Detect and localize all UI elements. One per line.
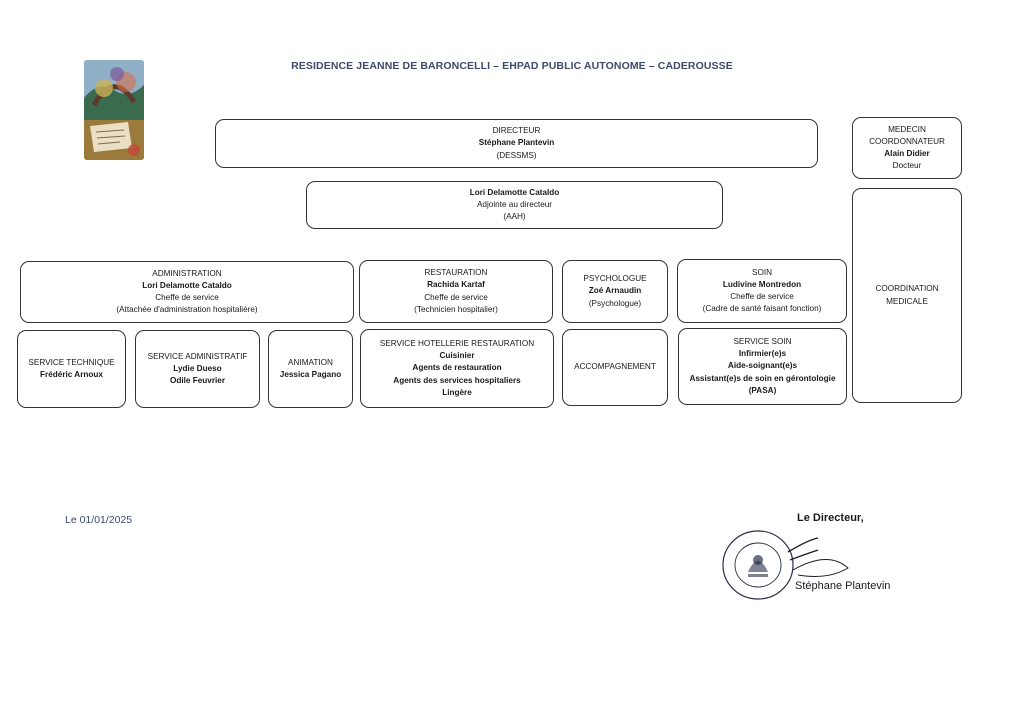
page-title: RESIDENCE JEANNE DE BARONCELLI – EHPAD P… <box>291 60 733 72</box>
accompagnement-title: ACCOMPAGNEMENT <box>574 362 656 372</box>
restauration-role: Cheffe de service <box>424 292 488 302</box>
service-soin-item: (PASA) <box>748 385 777 395</box>
coordination-line1: COORDINATION <box>875 284 939 294</box>
service-technique-title: SERVICE TECHNIQUE <box>28 357 115 367</box>
adjointe-box: Lori Delamotte Cataldo Adjointe au direc… <box>306 181 723 229</box>
signature-title: Le Directeur, <box>797 512 864 524</box>
restauration-detail: (Technicien hospitalier) <box>414 304 498 314</box>
accompagnement-box: ACCOMPAGNEMENT <box>562 329 668 406</box>
psychologue-title: PSYCHOLOGUE <box>583 274 647 284</box>
adjointe-detail: (AAH) <box>503 212 526 222</box>
coordination-line2: MEDICALE <box>886 296 928 306</box>
soin-name: Ludivine Montredon <box>722 279 802 289</box>
service-administratif-name-1: Lydie Dueso <box>173 363 222 373</box>
hotellerie-title: SERVICE HOTELLERIE RESTAURATION <box>379 338 535 348</box>
service-technique-name: Frédéric Arnoux <box>40 370 103 379</box>
service-administratif-name-2: Odile Feuvrier <box>169 376 226 386</box>
signature-name: Stéphane Plantevin <box>795 580 891 592</box>
service-soin-item: Infirmier(e)s <box>738 349 787 359</box>
hotellerie-item: Cuisinier <box>439 351 475 361</box>
hotellerie-item: Lingère <box>442 387 472 397</box>
soin-detail: (Cadre de santé faisant fonction) <box>702 304 822 314</box>
medecin-role-line2: COORDONNATEUR <box>869 136 945 146</box>
medecin-role-line1: MEDECIN <box>888 124 926 134</box>
service-administratif-title: SERVICE ADMINISTRATIF <box>147 351 248 361</box>
psychologue-box: PSYCHOLOGUE Zoé Arnaudin (Psychologue) <box>562 260 668 323</box>
director-name: Stéphane Plantevin <box>478 138 555 148</box>
administration-detail: (Attachée d'administration hospitalière) <box>116 305 258 315</box>
psychologue-detail: (Psychologue) <box>588 298 642 308</box>
service-administratif-box: SERVICE ADMINISTRATIF Lydie Dueso Odile … <box>135 330 260 408</box>
animation-name: Jessica Pagano <box>279 370 342 379</box>
animation-box: ANIMATION Jessica Pagano <box>268 330 353 408</box>
soin-role: Cheffe de service <box>730 292 794 301</box>
administration-name: Lori Delamotte Cataldo <box>142 280 232 290</box>
adjointe-name: Lori Delamotte Cataldo <box>469 187 560 197</box>
hotellerie-item: Agents de restauration <box>412 363 502 373</box>
director-detail: (DESSMS) <box>496 150 537 160</box>
administration-box: ADMINISTRATION Lori Delamotte Cataldo Ch… <box>20 261 354 323</box>
restauration-box: RESTAURATION Rachida Kartaf Cheffe de se… <box>359 260 553 323</box>
medecin-box: MEDECIN COORDONNATEUR Alain Didier Docte… <box>852 117 962 179</box>
hotellerie-item: Agents des services hospitaliers <box>393 375 521 385</box>
animation-title: ANIMATION <box>288 357 333 367</box>
service-soin-title: SERVICE SOIN <box>733 336 792 346</box>
director-role: DIRECTEUR <box>492 126 541 136</box>
administration-title: ADMINISTRATION <box>152 268 222 278</box>
adjointe-role: Adjointe au directeur <box>476 199 553 209</box>
restauration-title: RESTAURATION <box>424 268 488 278</box>
service-technique-box: SERVICE TECHNIQUE Frédéric Arnoux <box>17 330 126 408</box>
soin-box: SOIN Ludivine Montredon Cheffe de servic… <box>677 259 847 323</box>
administration-role: Cheffe de service <box>155 293 219 302</box>
residence-logo <box>84 60 144 160</box>
document-date: Le 01/01/2025 <box>65 514 133 526</box>
restauration-name: Rachida Kartaf <box>427 280 485 290</box>
coordination-medicale-box: COORDINATION MEDICALE <box>852 188 962 403</box>
medecin-detail: Docteur <box>892 161 922 171</box>
medecin-name: Alain Didier <box>884 149 930 158</box>
soin-title: SOIN <box>751 267 773 277</box>
service-soin-box: SERVICE SOIN Infirmier(e)s Aide-soignant… <box>678 328 847 405</box>
director-box: DIRECTEUR Stéphane Plantevin (DESSMS) <box>215 119 818 168</box>
psychologue-name: Zoé Arnaudin <box>588 286 642 296</box>
service-soin-item: Aide-soignant(e)s <box>727 361 798 371</box>
hotellerie-restauration-box: SERVICE HOTELLERIE RESTAURATION Cuisinie… <box>360 329 554 408</box>
official-stamp <box>722 530 849 600</box>
service-soin-item: Assistant(e)s de soin en gérontologie <box>689 373 836 383</box>
